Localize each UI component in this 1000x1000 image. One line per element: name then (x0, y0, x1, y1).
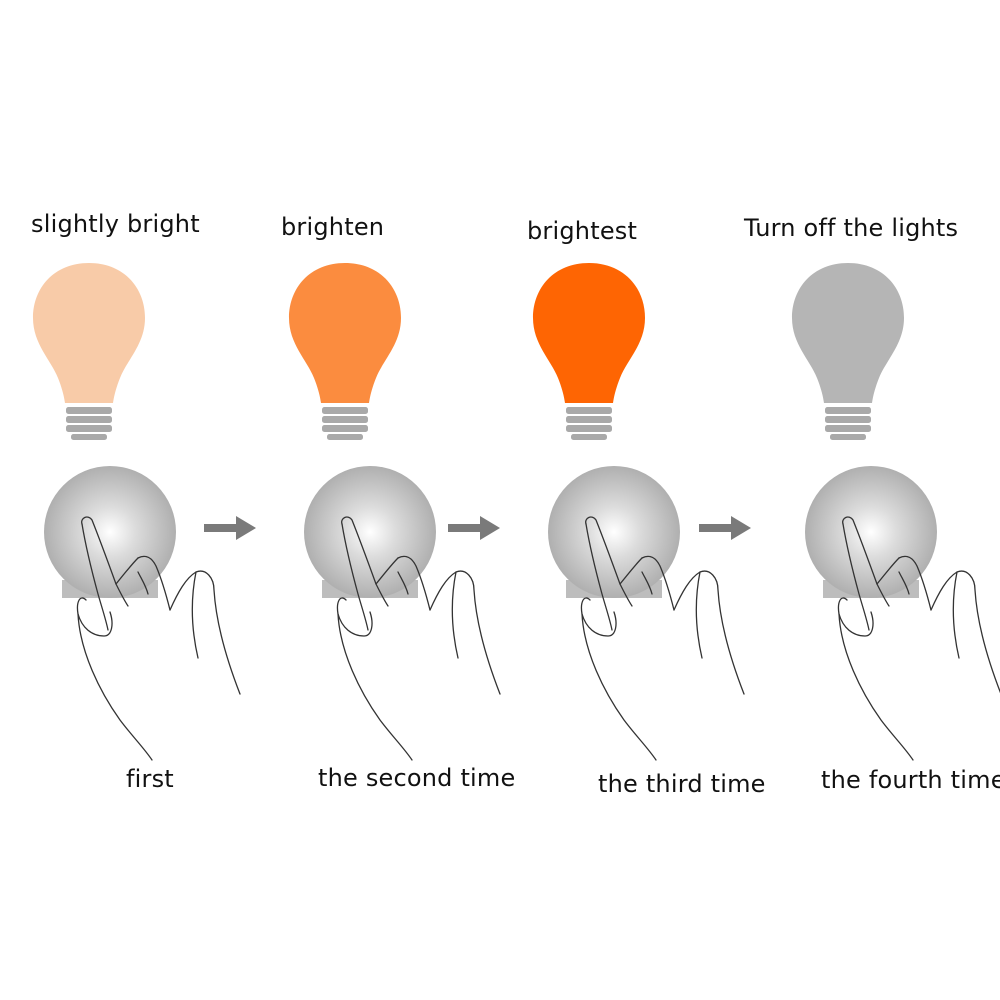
bulb-base (566, 407, 612, 440)
bulb-icon-off (792, 263, 904, 440)
hand-outline (580, 516, 745, 761)
touch-hand-1 (44, 466, 241, 761)
touch-pad (805, 466, 937, 598)
arrow-shaft (448, 524, 482, 532)
arrow-head (236, 516, 256, 540)
hand-outline (76, 516, 241, 761)
state-label-2: brighten (281, 213, 385, 241)
arrow-head (731, 516, 751, 540)
touch-label-1: first (126, 765, 174, 793)
touch-hand-3 (548, 466, 745, 761)
bulb-glass (792, 263, 904, 403)
bulb-glass (289, 263, 401, 403)
touch-pad (44, 466, 176, 598)
bulb-icon-brighten (289, 263, 401, 440)
bulb-base (322, 407, 368, 440)
touch-label-3: the third time (598, 770, 766, 798)
touch-label-4: the fourth time (821, 766, 1000, 794)
bulb-icon-brightest (533, 263, 645, 440)
hand-outline (336, 516, 501, 761)
bulb-glass (33, 263, 145, 403)
arrow-right-icon-1 (204, 516, 256, 540)
state-label-4: Turn off the lights (744, 214, 959, 242)
bulb-glass (533, 263, 645, 403)
state-label-1: slightly bright (31, 210, 200, 238)
hand-outline (837, 516, 1000, 761)
bulb-base (66, 407, 112, 440)
touch-hand-2 (304, 466, 501, 761)
state-label-3: brightest (527, 217, 638, 245)
arrow-head (480, 516, 500, 540)
touch-pad (304, 466, 436, 598)
touch-label-2: the second time (318, 764, 516, 792)
touch-pad (548, 466, 680, 598)
touch-hand-4 (805, 466, 1000, 761)
bulb-icon-slightly-bright (33, 263, 145, 440)
arrow-shaft (699, 524, 733, 532)
arrow-right-icon-3 (699, 516, 751, 540)
arrow-right-icon-2 (448, 516, 500, 540)
arrow-shaft (204, 524, 238, 532)
bulb-base (825, 407, 871, 440)
